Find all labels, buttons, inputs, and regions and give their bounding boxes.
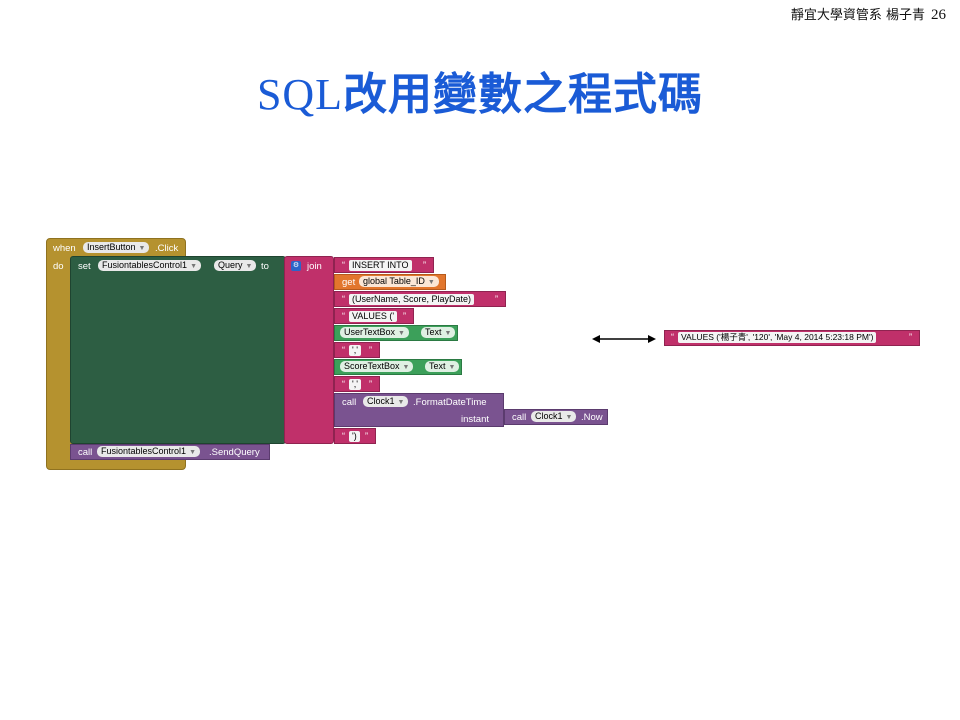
chevron-down-icon: ▼ — [138, 245, 146, 252]
quote-close: ” — [369, 345, 372, 355]
quote-close: ” — [365, 431, 368, 441]
variable-name: global Table_ID — [363, 276, 425, 286]
quote-open: “ — [342, 260, 345, 270]
text-close[interactable]: “ ') ” — [334, 428, 376, 444]
close-text[interactable]: ') — [349, 431, 360, 442]
text-insert-into[interactable]: “ INSERT INTO ” — [334, 257, 434, 273]
text-sep1[interactable]: “ ',' ” — [334, 342, 380, 358]
quote-open: “ — [342, 379, 345, 389]
score-textbox-getter[interactable]: ScoreTextBox▼ Text▼ — [334, 359, 462, 375]
now-call[interactable]: call Clock1▼ .Now — [504, 409, 608, 425]
sep2-text[interactable]: ',' — [349, 379, 361, 390]
chevron-down-icon: ▼ — [444, 330, 452, 337]
now-method-label: .Now — [581, 412, 603, 423]
double-arrow-icon — [592, 335, 656, 343]
clock-now-dropdown[interactable]: Clock1▼ — [531, 411, 577, 422]
call-label: call — [78, 447, 93, 458]
gear-icon[interactable]: ⚙ — [291, 261, 301, 271]
setter-property-text: Query — [218, 260, 243, 270]
result-text[interactable]: VALUES ('楊子青', '120', 'May 4, 2014 5:23:… — [678, 332, 877, 343]
clock-dropdown[interactable]: Clock1▼ — [363, 396, 409, 407]
quote-close: ” — [495, 294, 498, 304]
send-component-name: FusiontablesControl1 — [101, 446, 187, 456]
user-text-prop: Text — [425, 327, 442, 337]
quote-open: “ — [342, 311, 345, 321]
chevron-down-icon: ▼ — [398, 330, 405, 337]
user-textbox-getter[interactable]: UserTextBox▼ Text▼ — [334, 325, 458, 341]
clock-now-name: Clock1 — [535, 411, 563, 421]
text-values[interactable]: “ VALUES (' ” — [334, 308, 414, 324]
set-label: set — [78, 261, 91, 272]
title-rest: 改用變數之程式碼 — [343, 69, 704, 120]
event-name-label: .Click — [155, 243, 179, 254]
quote-close: ” — [423, 260, 426, 270]
setter-component-text: FusiontablesControl1 — [102, 260, 188, 270]
columns-text[interactable]: (UserName, Score, PlayDate) — [349, 294, 475, 305]
call-label: call — [342, 397, 357, 408]
quote-close: ” — [369, 379, 372, 389]
chevron-down-icon: ▼ — [190, 263, 197, 270]
user-textbox-dropdown[interactable]: UserTextBox▼ — [340, 327, 409, 338]
insert-into-text[interactable]: INSERT INTO — [349, 260, 412, 271]
set-query-block[interactable]: set FusiontablesControl1▼ Query▼ to — [70, 256, 286, 444]
chevron-down-icon: ▼ — [189, 449, 196, 456]
text-sep2[interactable]: “ ',' ” — [334, 376, 380, 392]
setter-property-dropdown[interactable]: Query▼ — [214, 260, 257, 271]
chevron-down-icon: ▼ — [402, 364, 410, 371]
instant-label: instant — [461, 414, 489, 425]
get-label: get — [342, 277, 356, 288]
score-textbox-dropdown[interactable]: ScoreTextBox▼ — [340, 361, 414, 372]
result-text-block[interactable]: “ VALUES ('楊子青', '120', 'May 4, 2014 5:2… — [664, 330, 920, 346]
send-component-dropdown[interactable]: FusiontablesControl1▼ — [97, 446, 200, 457]
call-label: call — [512, 412, 527, 423]
score-text-prop: Text — [429, 361, 446, 371]
clock-name: Clock1 — [367, 396, 395, 406]
score-textbox-name: ScoreTextBox — [344, 361, 400, 371]
get-variable-block[interactable]: get global Table_ID▼ — [334, 274, 446, 290]
chevron-down-icon: ▼ — [448, 364, 456, 371]
page-number: 26 — [931, 7, 946, 23]
sep1-text[interactable]: ',' — [349, 345, 361, 356]
quote-open: “ — [342, 294, 345, 304]
send-query-call[interactable]: call FusiontablesControl1▼ .SendQuery — [70, 444, 270, 460]
user-text-prop-dropdown[interactable]: Text▼ — [421, 327, 456, 338]
to-label: to — [261, 261, 269, 272]
slide-title: SQL改用變數之程式碼 — [0, 58, 960, 122]
slide-header: 靜宜大學資管系 楊子青 26 — [791, 4, 946, 24]
method-label: .FormatDateTime — [413, 397, 487, 408]
text-columns[interactable]: “ (UserName, Score, PlayDate) ” — [334, 291, 506, 307]
header-text: 靜宜大學資管系 楊子青 — [790, 8, 925, 23]
quote-close: ” — [909, 332, 912, 342]
title-prefix: SQL — [256, 70, 344, 119]
quote-open: “ — [342, 345, 345, 355]
do-label: do — [53, 261, 64, 272]
score-text-prop-dropdown[interactable]: Text▼ — [425, 361, 460, 372]
quote-open: “ — [671, 332, 674, 342]
chevron-down-icon: ▼ — [245, 263, 253, 270]
setter-component-dropdown[interactable]: FusiontablesControl1▼ — [98, 260, 201, 271]
join-label: join — [307, 261, 322, 272]
variable-dropdown[interactable]: global Table_ID▼ — [359, 276, 439, 287]
values-text[interactable]: VALUES (' — [349, 311, 398, 322]
chevron-down-icon: ▼ — [565, 414, 573, 421]
when-label: when — [53, 243, 76, 254]
chevron-down-icon: ▼ — [427, 279, 435, 286]
chevron-down-icon: ▼ — [397, 399, 405, 406]
format-datetime-call[interactable]: call Clock1▼ .FormatDateTime instant — [334, 393, 504, 427]
quote-open: “ — [342, 431, 345, 441]
quote-close: ” — [403, 311, 406, 321]
send-method-label: .SendQuery — [209, 447, 260, 458]
event-component-text: InsertButton — [87, 242, 136, 252]
join-block[interactable]: ⚙ join — [284, 256, 334, 444]
event-component-dropdown[interactable]: InsertButton▼ — [83, 242, 150, 253]
user-textbox-name: UserTextBox — [344, 327, 396, 337]
